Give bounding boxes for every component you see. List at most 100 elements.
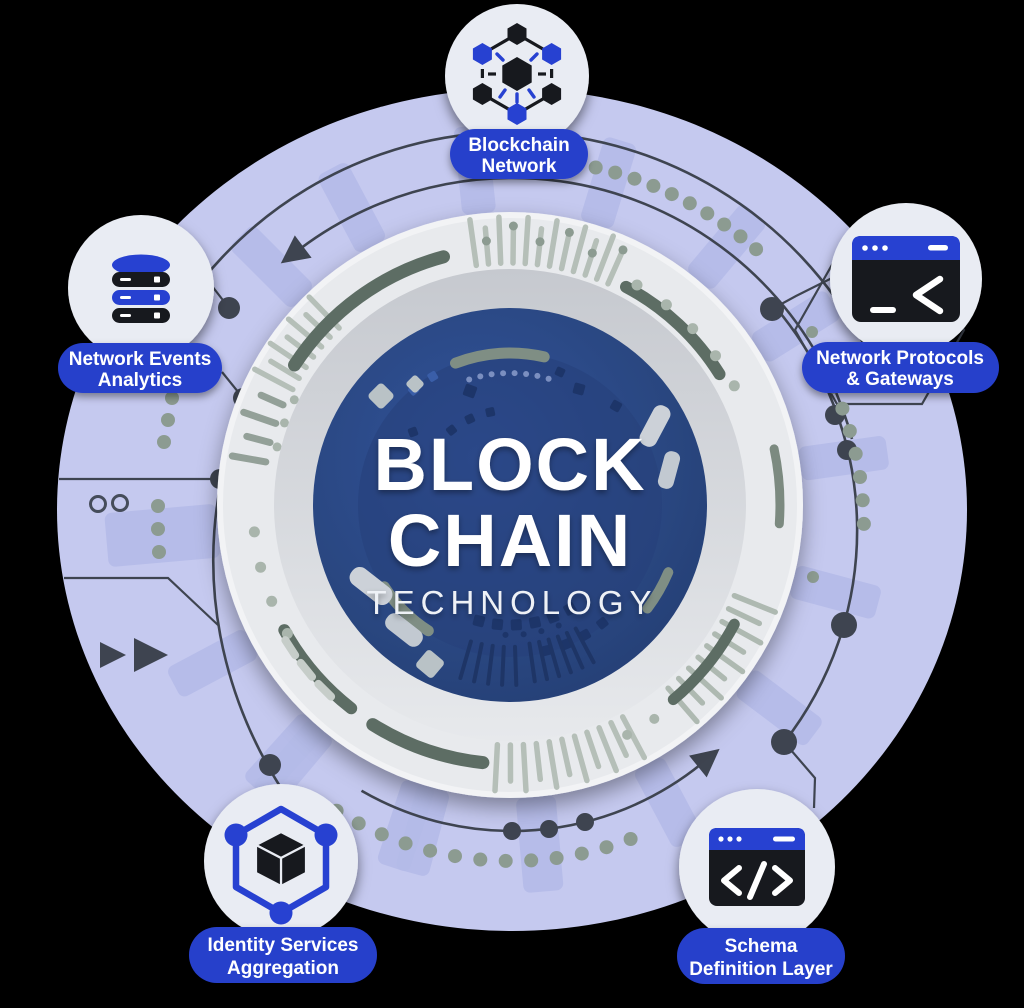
plate-arc (366, 718, 490, 770)
plate-dot (248, 526, 260, 538)
plate-dot (272, 442, 282, 452)
dotted-arc-dot (733, 229, 748, 244)
dotted-arc-dot (646, 178, 661, 193)
radial-bars (104, 125, 889, 893)
plate-dot (622, 729, 633, 740)
dotted-arc-dot (623, 832, 638, 846)
plate-tick (534, 226, 545, 268)
plate-pill-dash (314, 679, 336, 701)
node-pill (58, 343, 222, 393)
dotted-arc-dot (574, 846, 589, 861)
dotted-arc-dot (351, 816, 366, 831)
node-label: Aggregation (227, 958, 339, 979)
dotted-arc-dot (806, 326, 818, 338)
navy-gray-chip (385, 613, 423, 647)
navy-arc (450, 347, 550, 369)
dotted-arc-dot (398, 836, 413, 851)
node-label: Blockchain (468, 135, 569, 156)
navy-dot (555, 622, 562, 629)
orbit-node-dot (771, 729, 797, 755)
navy-tick (472, 642, 484, 684)
dotted-arc-dot (855, 493, 870, 508)
plate-tick-dot (587, 248, 597, 258)
plate-tick (619, 714, 648, 761)
plate-tick-dot (564, 227, 574, 237)
navy-dark-square (407, 426, 419, 438)
node-network-events-analytics: Network Events Analytics (58, 215, 222, 393)
plate-decor (228, 214, 785, 794)
dotted-arc-dot (856, 516, 871, 531)
navy-inner-disc (358, 353, 662, 657)
navy-dark-square (554, 366, 566, 378)
dotted-arc-dot (152, 545, 166, 559)
navy-gray-chip (349, 566, 393, 606)
radial-bar (516, 795, 564, 893)
node-blockchain-network: Blockchain Network (445, 4, 589, 179)
dotted-arc-dot (151, 499, 165, 513)
node-label: Identity Services (207, 935, 358, 956)
plate-dot (687, 323, 699, 335)
small-ring-decor (89, 495, 107, 513)
title-line-2: CHAIN (388, 499, 632, 582)
plate-pill-dash (296, 658, 317, 681)
plate-tick (731, 592, 778, 615)
plate-tick-dot (535, 237, 545, 247)
plate-tick (546, 218, 560, 269)
navy-dot (488, 371, 495, 378)
plate-pill-dash (296, 658, 317, 681)
radial-bar (581, 137, 636, 229)
navy-tick (458, 639, 473, 680)
node-label: Schema (725, 936, 798, 957)
connector-schema-node (783, 741, 817, 809)
title-subtitle: TECHNOLOGY (366, 584, 657, 621)
orbit-node-dot (503, 822, 521, 840)
dotted-arc-dot (700, 206, 715, 221)
plate-dot (728, 380, 740, 392)
navy-square (596, 616, 609, 630)
plate-tick (546, 739, 560, 790)
orbit-node-dot (540, 820, 558, 838)
navy-square (464, 413, 476, 425)
navy-core: BLOCK CHAIN TECHNOLOGY (313, 308, 707, 702)
dotted-arc-dot (807, 571, 819, 583)
plate-tick-dot (508, 221, 518, 231)
dotted-arc-dot (608, 165, 623, 180)
node-label: Definition Layer (689, 959, 833, 980)
navy-square (472, 614, 486, 628)
navy-gray-chip (657, 451, 681, 489)
node-label: & Gateways (846, 369, 954, 390)
navy-tick (564, 630, 585, 670)
radial-bar (318, 163, 385, 252)
dotted-arc-dot (524, 853, 539, 868)
plate-arc (288, 250, 450, 372)
navy-dark-square (572, 382, 586, 396)
plate-dot (660, 299, 672, 311)
plate-tick (257, 391, 287, 409)
dotted-arc-dot (682, 196, 697, 211)
node-label: Network (482, 156, 557, 177)
navy-square (510, 619, 522, 631)
plate-dot (255, 561, 267, 573)
radial-bar (104, 504, 220, 567)
node-label: Network Protocols (816, 348, 984, 369)
node-pill (450, 129, 588, 179)
navy-gray-chip (368, 383, 394, 409)
dotted-arc-dot (549, 851, 564, 865)
navy-dark-square (609, 399, 623, 413)
plate-tick-dot (618, 245, 628, 255)
dotted-arc-dot (448, 849, 462, 864)
node-network-protocols-gateways: Network Protocols & Gateways (802, 203, 999, 393)
orbit-arrow-topleft (280, 235, 312, 264)
navy-dot (523, 371, 530, 377)
center-title: BLOCK CHAIN TECHNOLOGY (366, 423, 657, 621)
navy-arc (642, 567, 674, 614)
code-window-icon (709, 828, 805, 906)
dotted-arc-dot (588, 160, 603, 175)
circuit-line-left-2 (64, 576, 219, 626)
plate-tick (520, 741, 529, 794)
navy-tick (486, 643, 495, 686)
plate-tick-dot (481, 236, 491, 246)
orbit-node-dot (259, 754, 281, 776)
plate-tick (496, 214, 504, 266)
